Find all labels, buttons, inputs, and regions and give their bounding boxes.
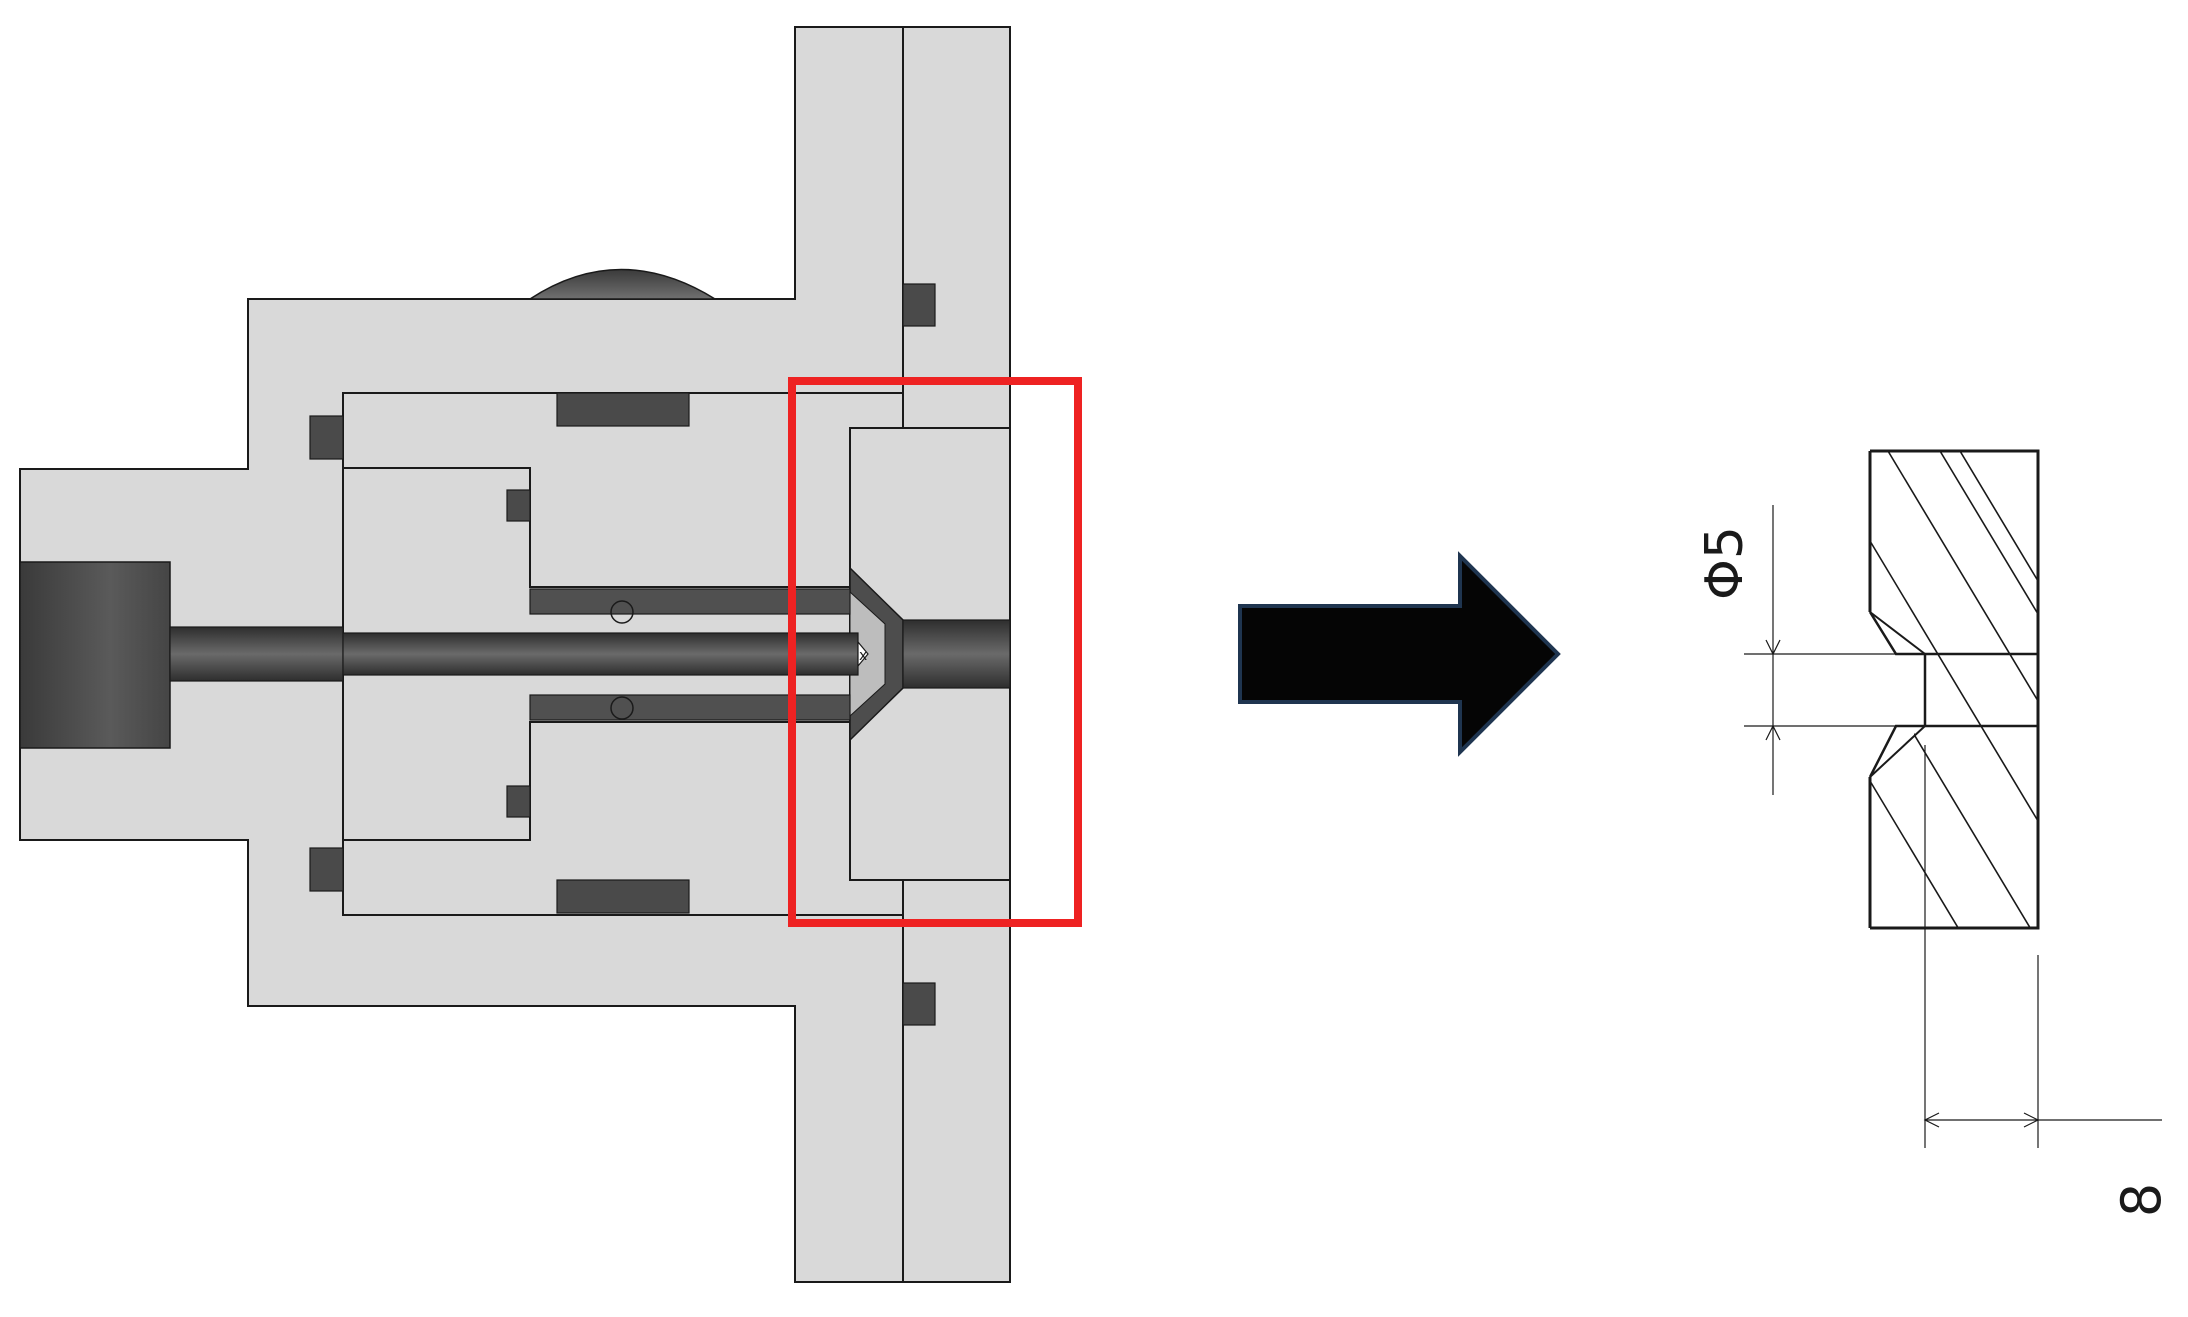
dim-arrow-right [2023, 1112, 2040, 1128]
upper-sleeve [529, 588, 851, 615]
diameter-label: Φ5 [1695, 526, 1755, 600]
tip-detail-drawing: Φ5 8 [1695, 449, 2173, 1217]
detail-outline [1870, 449, 2040, 930]
dim-arrow-left [1923, 1112, 1940, 1128]
rod-tip-mark: x [859, 648, 867, 664]
lower-sleeve [529, 694, 851, 721]
section-hatching [1870, 451, 2038, 928]
left-seal-upper [309, 415, 344, 460]
inner-step-outline [343, 467, 850, 588]
length-label: 8 [2110, 1183, 2173, 1217]
upper-oring [610, 600, 634, 624]
rod-left [169, 626, 344, 682]
dim-arrow-top [1765, 639, 1781, 656]
left-block [19, 561, 171, 749]
lower-oring [610, 696, 634, 720]
inner-step-outline-lower [343, 721, 850, 841]
flange-seal-upper [902, 283, 936, 327]
inner-seal-upper [506, 489, 531, 522]
rod-main [342, 632, 859, 676]
countersink-upper [1868, 611, 2038, 656]
tip-outlet-bore [902, 619, 1011, 689]
countersink-lower [1868, 724, 2038, 778]
highlight-box [788, 377, 1082, 927]
dome-cap [527, 268, 718, 300]
inner-seal-lower [506, 785, 531, 818]
cone-edge-lower [1869, 725, 1926, 778]
bottom-pad [556, 879, 690, 914]
flange-seal-lower [902, 982, 936, 1026]
top-pad [556, 392, 690, 427]
dim-arrow-bottom [1765, 724, 1781, 741]
left-seal-lower [309, 847, 344, 892]
nozzle-assembly-section: x [19, 26, 1011, 1283]
cone-edge-upper [1869, 611, 1926, 655]
right-arrow-icon [1238, 551, 1561, 757]
rod-tip [857, 640, 869, 668]
